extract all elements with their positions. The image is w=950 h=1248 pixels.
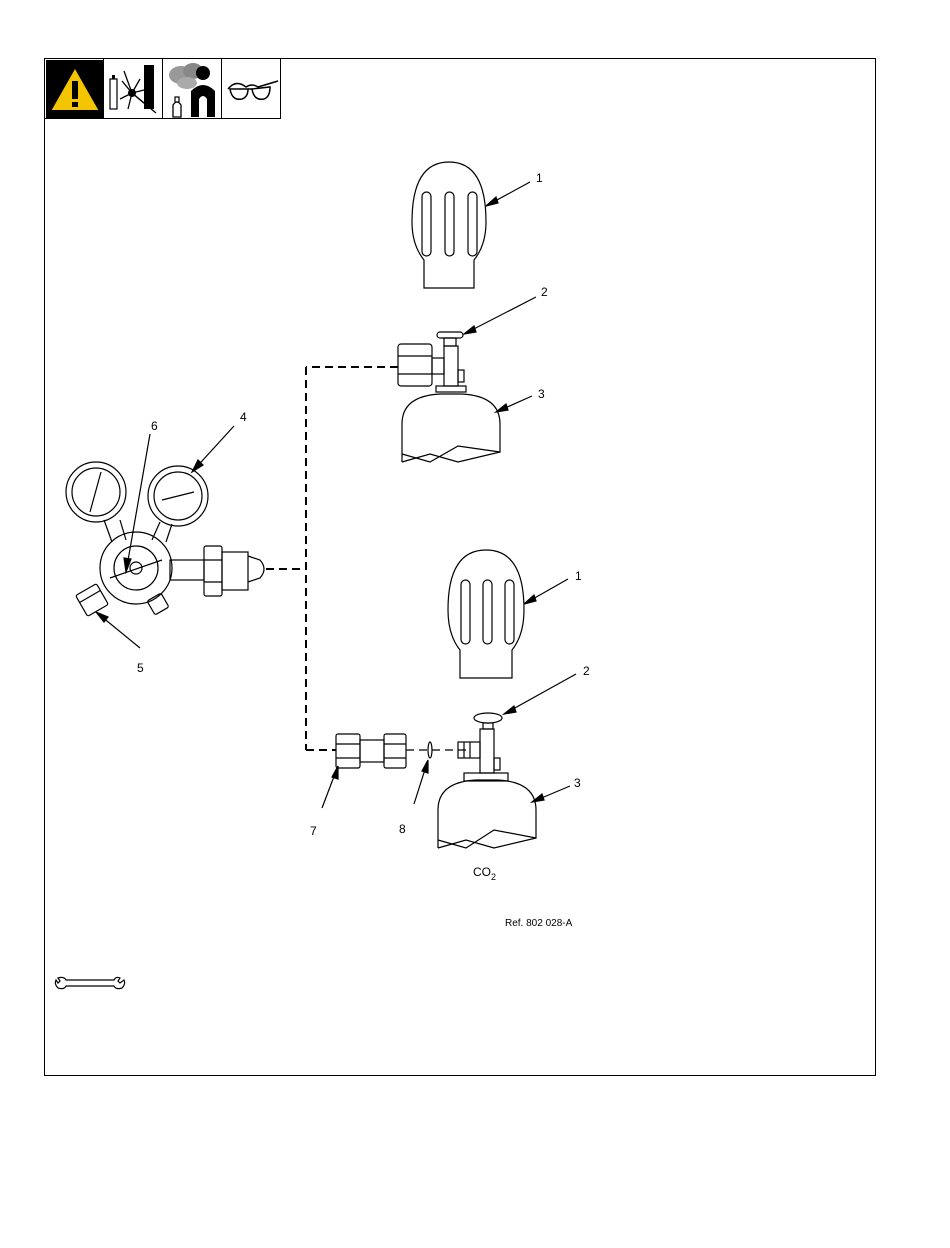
bottom-cylinder-cap: [448, 550, 524, 678]
callout-2-top: 2: [541, 285, 548, 299]
co2-adapter: [336, 734, 406, 768]
callout-4: 4: [240, 410, 247, 424]
top-cylinder-valve: [398, 332, 466, 392]
callout-3-top: 3: [538, 387, 545, 401]
top-cylinder-cap: [412, 162, 486, 288]
callout-6: 6: [151, 419, 158, 433]
callout-3-bottom: 3: [574, 776, 581, 790]
callout-1-top: 1: [536, 171, 543, 185]
top-cylinder: [402, 394, 500, 462]
callout-8: 8: [399, 822, 406, 836]
callout-1-bottom: 1: [575, 569, 582, 583]
washer: [428, 742, 432, 758]
reference-number: Ref. 802 028-A: [505, 918, 573, 929]
bottom-cylinder-valve: [458, 713, 508, 781]
wrench-icon: [55, 977, 124, 988]
regulator: [66, 462, 264, 616]
gas-hose-dashed: [266, 367, 470, 750]
bottom-cylinder: [438, 780, 536, 848]
callout-5: 5: [137, 661, 144, 675]
callout-7: 7: [310, 824, 317, 838]
gas-label: CO2: [473, 865, 496, 882]
leader-lines: [96, 182, 576, 808]
callout-2-bottom: 2: [583, 664, 590, 678]
